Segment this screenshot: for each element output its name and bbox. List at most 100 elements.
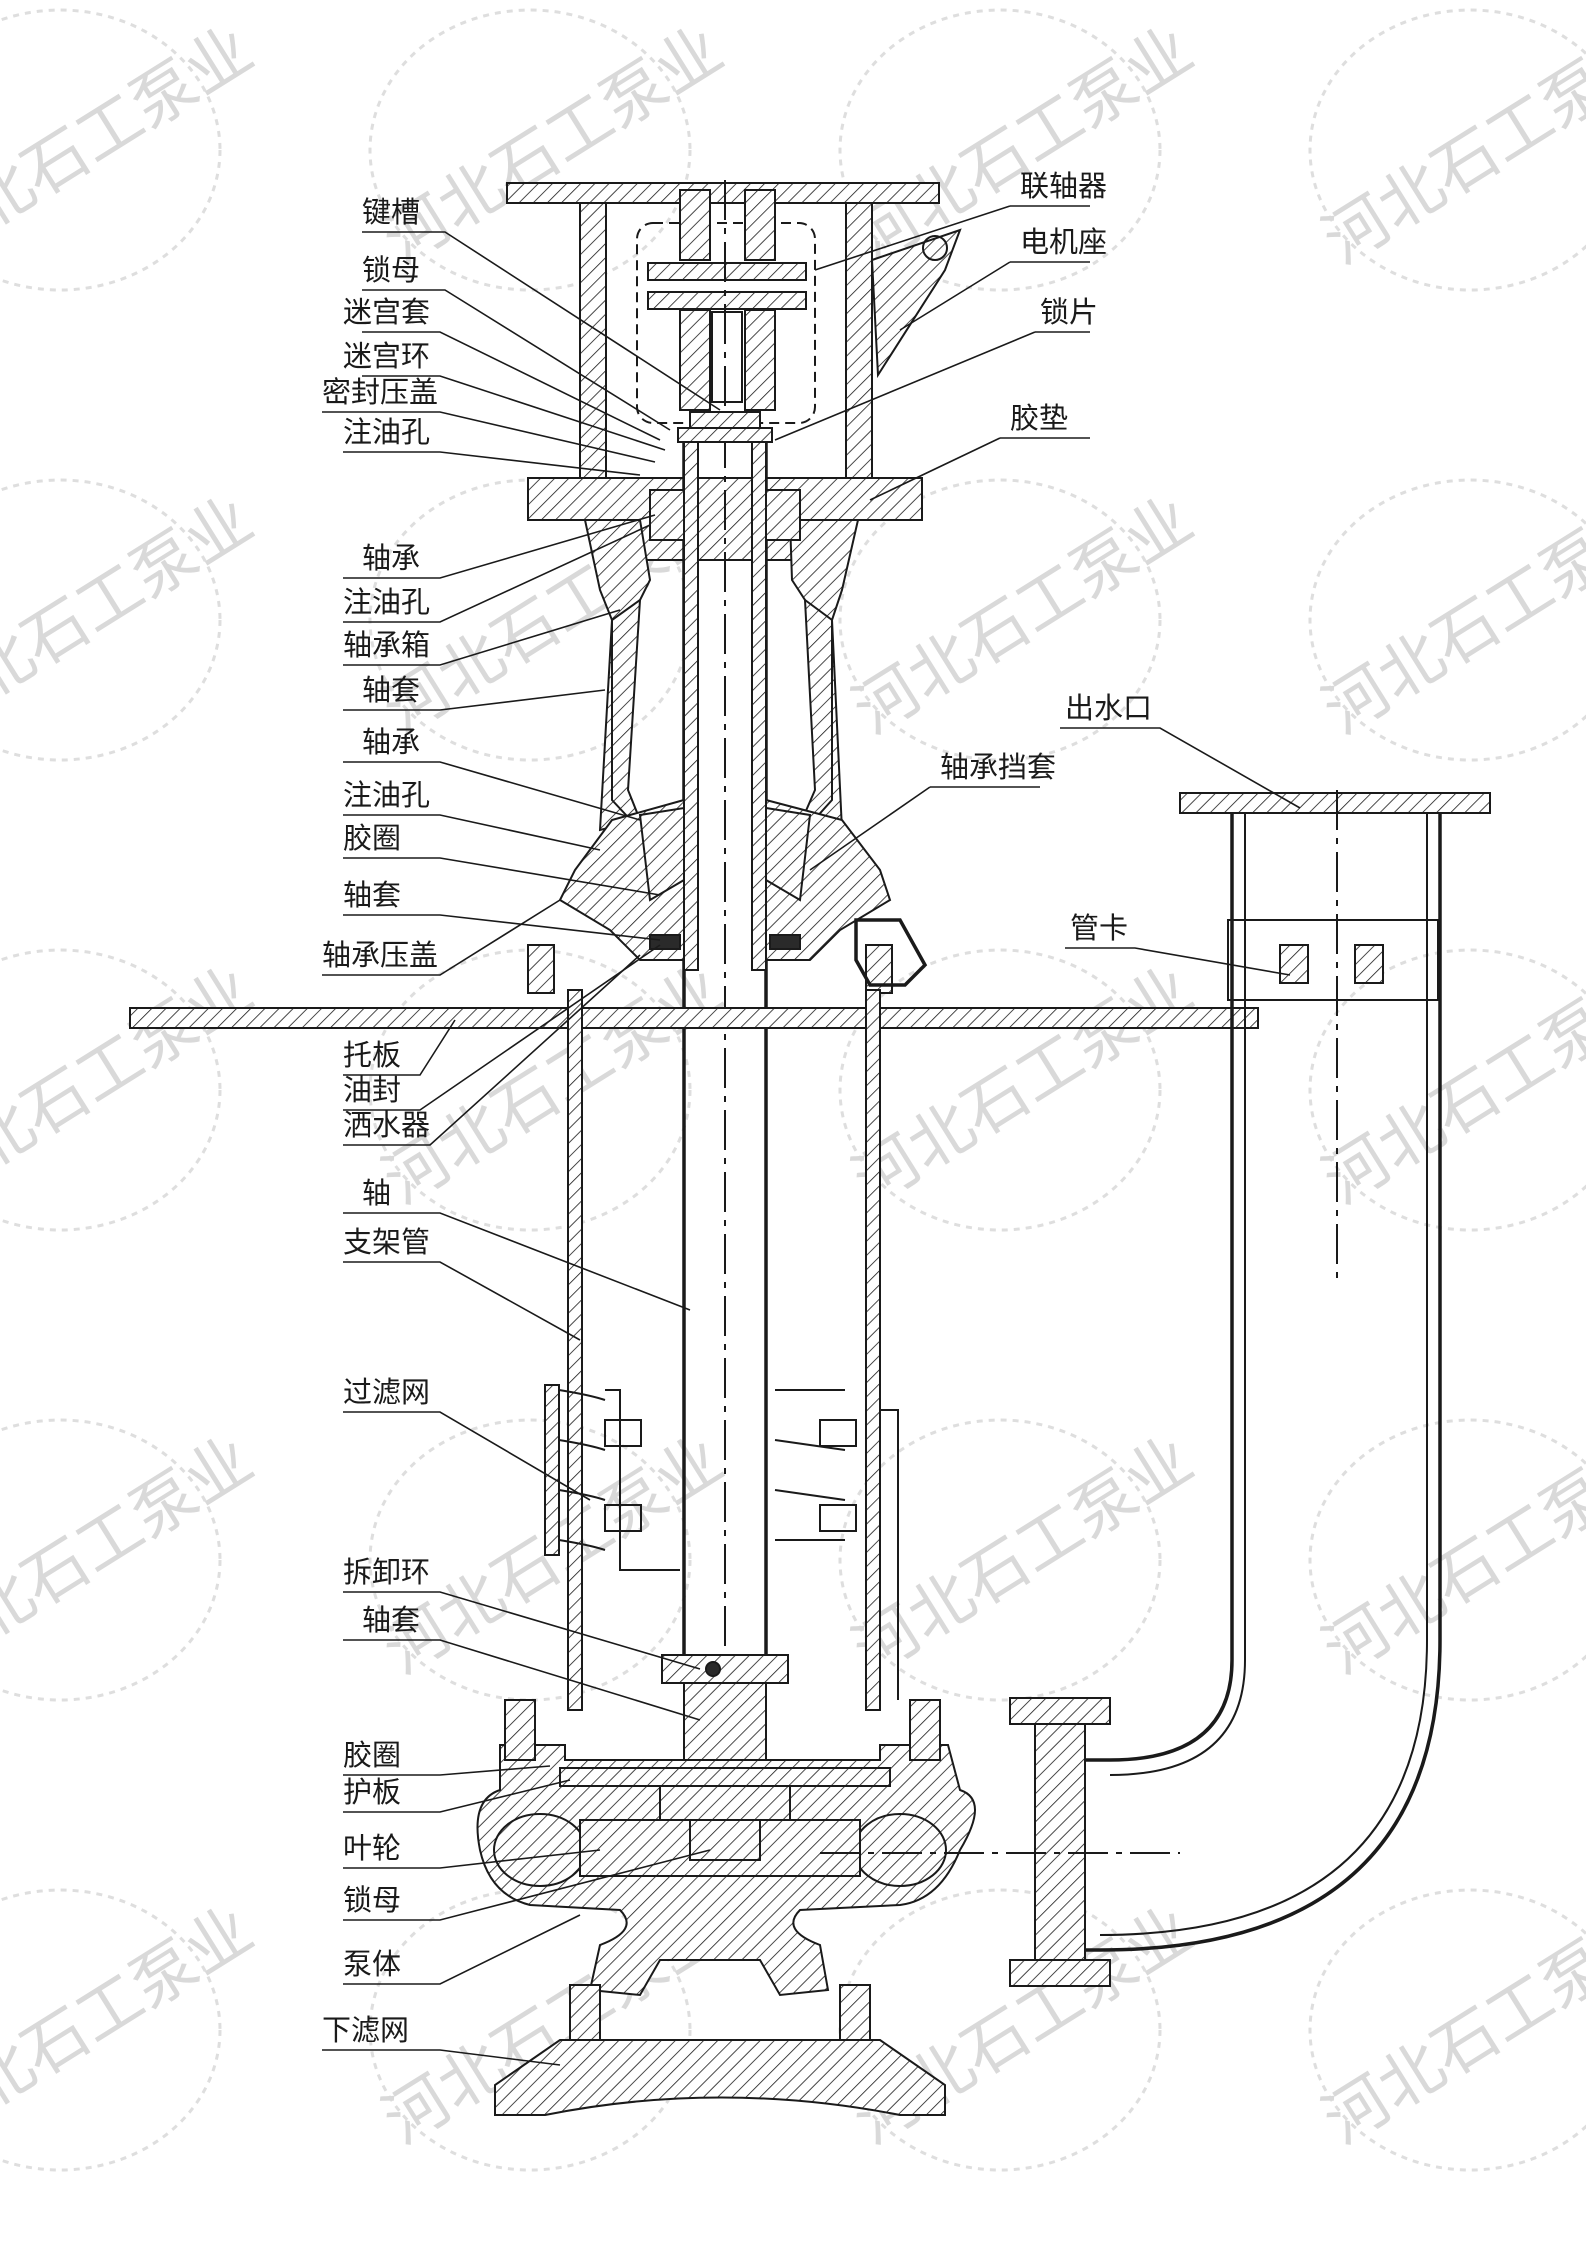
label-bearing-1: 轴承 [362, 541, 420, 575]
outlet-pipe-outer [1085, 813, 1442, 1952]
removal-ring [661, 1654, 789, 1684]
body-bolt-4 [839, 1984, 871, 2046]
strainer-left [544, 1384, 680, 1571]
support-pipe-left-wall [567, 989, 583, 1711]
label-oil-hole-1: 注油孔 [343, 415, 430, 449]
label-removal-ring: 拆卸环 [343, 1555, 430, 1589]
watermark-seal [0, 8, 222, 292]
label-shaft-sleeve-2: 轴套 [343, 878, 401, 912]
watermark-text: 河北石工泵业 [0, 953, 266, 1219]
watermark-seal [1308, 1418, 1586, 1702]
leader-lines [322, 205, 1301, 2066]
body-bolt-1 [504, 1699, 536, 1761]
labyrinth-ring [677, 427, 773, 443]
label-pipe-clamp: 管卡 [1070, 911, 1128, 945]
label-impeller: 叶轮 [343, 1831, 401, 1865]
lower-bearing-l [638, 806, 685, 902]
coupling-upper [679, 189, 711, 261]
watermark-text: 河北石工泵业 [841, 953, 1206, 1219]
watermark-seal [368, 8, 692, 292]
clamp-bolt-1 [1279, 944, 1309, 984]
watermark-text: 河北石工泵业 [1311, 483, 1586, 749]
watermark-seal [1308, 1888, 1586, 2172]
label-shaft-sleeve-1: 轴套 [362, 673, 420, 707]
label-shaft-sleeve-3: 轴套 [362, 1603, 420, 1637]
motor-seat-left-wall [579, 202, 607, 479]
oil-seal-l [649, 934, 681, 950]
clamp-bolt-2 [1354, 944, 1384, 984]
label-bearing-gland: 轴承压盖 [322, 938, 438, 972]
label-lock-plate: 锁片 [1040, 295, 1098, 329]
outlet-flange [1179, 792, 1491, 814]
watermark-text: 河北石工泵业 [841, 1423, 1206, 1689]
label-strainer: 过滤网 [343, 1375, 430, 1409]
coupling-disc [647, 262, 807, 281]
lower-bearing-r [765, 806, 812, 902]
label-bearing-2: 轴承 [362, 725, 420, 759]
support-pipe-right-wall [865, 989, 881, 1711]
label-support-plate: 托板 [343, 1038, 401, 1072]
body-bolt-3 [569, 1984, 601, 2046]
watermark-text: 河北石工泵业 [1311, 1893, 1586, 2159]
watermark-seal [0, 1418, 222, 1702]
label-sprinkler: 洒水器 [343, 1108, 430, 1142]
label-oil-hole-3: 注油孔 [343, 778, 430, 812]
label-lock-nut-bottom: 锁母 [343, 1883, 401, 1917]
label-lower-strainer: 下滤网 [322, 2013, 409, 2047]
label-oil-seal: 油封 [343, 1073, 401, 1107]
watermark-seal [368, 948, 692, 1232]
outlet-side-bolt-1 [1009, 1697, 1111, 1725]
upper-bearing-l [649, 489, 685, 541]
watermark-text: 河北石工泵业 [0, 1893, 266, 2159]
label-motor-seat: 电机座 [1020, 225, 1107, 259]
watermark-text: 河北石工泵业 [0, 1423, 266, 1689]
pump-drawing [129, 180, 1491, 2116]
watermark-seal [838, 478, 1162, 762]
bearing-box-left-wall [583, 519, 652, 832]
watermark-seal [0, 948, 222, 1232]
label-pump-body: 泵体 [343, 1947, 401, 1981]
lock-nut-top [689, 411, 761, 429]
outlet-pipe-inner-r [1099, 813, 1428, 1936]
label-bearing-box: 轴承箱 [343, 628, 430, 662]
oil-seal-r [769, 934, 801, 950]
bearing-box-chamber [611, 599, 833, 831]
strainer-right [774, 1389, 899, 1700]
gland-bracket-r [854, 918, 928, 987]
label-support-pipe: 支架管 [343, 1225, 430, 1259]
removal-ring-screw [705, 1661, 721, 1677]
lifting-hole [922, 235, 948, 261]
watermark-seal [838, 948, 1162, 1232]
label-shaft: 轴 [362, 1176, 391, 1210]
watermark-seal [838, 1418, 1162, 1702]
motor-seat-right-wall [845, 202, 873, 479]
watermark-seal [1308, 8, 1586, 292]
coupling-disc-2 [647, 291, 807, 310]
label-bearing-spacer: 轴承挡套 [940, 750, 1056, 784]
watermark-seal [1308, 948, 1586, 1232]
gland-bolt-l [527, 944, 555, 994]
labels-right: 联轴器 电机座 锁片 胶垫 出水口 轴承挡套 管卡 [940, 169, 1152, 945]
label-coupling: 联轴器 [1020, 169, 1107, 203]
lower-strainer [494, 2039, 946, 2116]
shaft-sleeve-lower [683, 1682, 767, 1764]
watermark-seal [1308, 478, 1586, 762]
coupling-hub-l [679, 309, 711, 411]
upper-bearing-r [765, 489, 801, 541]
label-labyrinth-sleeve: 迷宫套 [343, 295, 430, 329]
outlet-side-flange [1034, 1719, 1086, 1961]
watermark-text: 河北石工泵业 [0, 13, 266, 279]
shaft-sleeve-upper [683, 439, 699, 971]
motor-seat-gusset [870, 228, 962, 379]
key-slot [711, 311, 743, 403]
label-oil-hole-2: 注油孔 [343, 585, 430, 619]
watermark-text: 河北石工泵业 [1311, 953, 1586, 1219]
body-bolt-2 [909, 1699, 941, 1761]
watermark-text: 河北石工泵业 [1311, 13, 1586, 279]
coupling-upper-r [744, 189, 776, 261]
watermark-seal [0, 1888, 222, 2172]
coupling-hub-r [744, 309, 776, 411]
label-outlet: 出水口 [1065, 691, 1152, 725]
label-seal-gland: 密封压盖 [322, 375, 438, 409]
